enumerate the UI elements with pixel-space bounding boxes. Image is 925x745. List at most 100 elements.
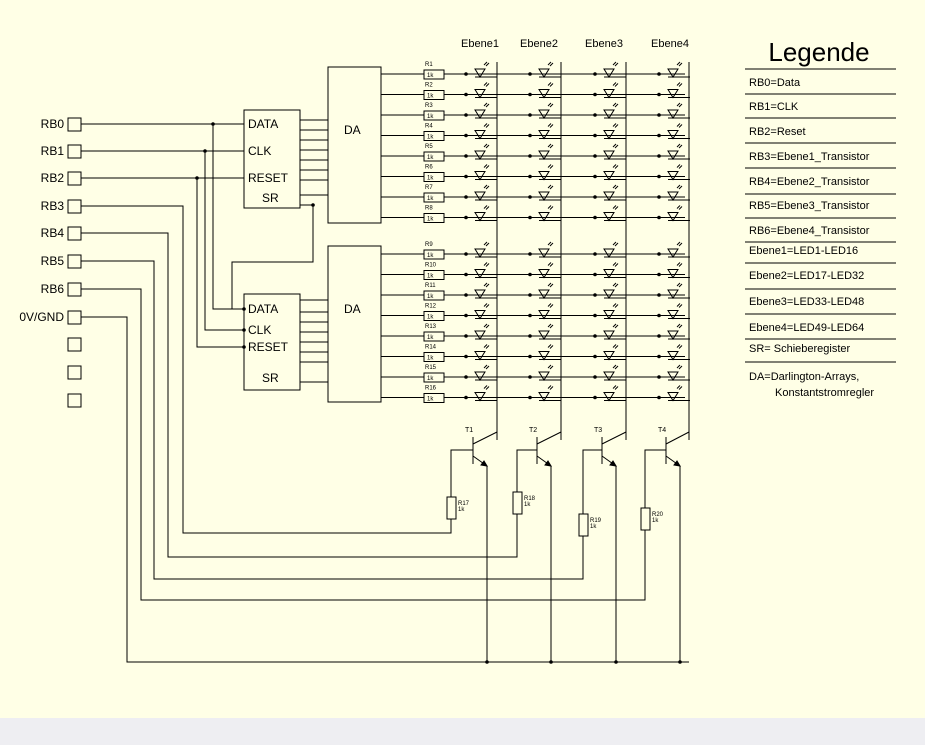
led — [538, 212, 550, 222]
led-ray — [549, 386, 554, 390]
sr-pin-label: CLK — [248, 323, 271, 337]
led-ray — [676, 282, 681, 287]
led-ray — [614, 124, 619, 128]
darlington-array-box — [327, 66, 382, 224]
transistor-collector — [665, 431, 690, 445]
port-label: RB3 — [41, 199, 65, 213]
sr-pin-label: DATA — [248, 117, 278, 131]
port-terminal — [67, 171, 82, 186]
resistor-name: R5 — [425, 144, 433, 150]
led-ray — [614, 263, 619, 267]
led-ray — [549, 206, 554, 210]
resistor-value: 1k — [427, 335, 434, 341]
led-ray — [612, 205, 617, 209]
led-ray — [612, 262, 617, 266]
junction-dot — [593, 195, 597, 199]
legend-item: Konstantstromregler — [775, 387, 874, 399]
led-ray — [678, 242, 683, 247]
legend-title: Legende — [768, 37, 869, 67]
junction-dot — [464, 72, 468, 76]
junction-dot — [464, 375, 468, 379]
port-terminal — [67, 337, 82, 352]
led — [603, 191, 615, 201]
junction-dot — [464, 113, 468, 117]
junction-dot — [528, 354, 532, 359]
junction-dot — [549, 660, 553, 664]
emitter-arrow — [544, 460, 552, 467]
led-ray — [676, 61, 681, 66]
resistor — [423, 331, 445, 342]
led — [474, 269, 486, 279]
led-ray — [676, 143, 681, 148]
wire-cascade — [231, 204, 314, 310]
led-ray — [483, 164, 488, 168]
sr-pin-label: RESET — [248, 340, 289, 354]
led — [474, 89, 486, 99]
led — [474, 191, 486, 201]
resistor-value: 1k — [427, 155, 434, 161]
sr-pin-label: CLK — [248, 144, 271, 158]
resistor-name: R2 — [425, 83, 433, 89]
junction-dot — [464, 133, 468, 138]
led-ray — [676, 303, 681, 307]
legend-item: RB5=Ebene3_Transistor — [749, 200, 870, 212]
led-ray — [483, 364, 488, 369]
led-ray — [485, 62, 490, 67]
led — [603, 248, 615, 258]
junction-dot — [593, 133, 597, 138]
junction-dot — [657, 375, 661, 379]
led-ray — [549, 62, 554, 67]
column-label: Ebene1 — [461, 38, 499, 50]
led — [667, 289, 679, 299]
port-terminal — [67, 117, 82, 132]
base-resistor — [512, 491, 523, 515]
port-terminal — [67, 199, 82, 214]
led-ray — [485, 283, 490, 288]
resistor-value: 1k — [427, 376, 434, 382]
led-ray — [547, 61, 552, 66]
led — [603, 130, 615, 140]
led-ray — [612, 303, 617, 307]
junction-dot — [311, 203, 315, 207]
led-ray — [483, 205, 488, 209]
led-ray — [485, 304, 490, 308]
legend-item: Ebene3=LED33-LED48 — [749, 296, 864, 308]
junction-dot — [657, 133, 661, 138]
resistor-value: 1k — [427, 94, 434, 100]
led-ray — [549, 283, 554, 288]
led-ray — [549, 263, 554, 267]
legend-item: RB6=Ebene4_Transistor — [749, 225, 870, 237]
led-ray — [483, 262, 488, 266]
junction-dot — [528, 334, 532, 338]
led — [538, 109, 550, 119]
led-ray — [547, 282, 552, 287]
led-ray — [547, 241, 552, 246]
sr-pin-label: DATA — [248, 302, 278, 316]
led — [603, 269, 615, 279]
led — [603, 330, 615, 340]
junction-dot — [614, 660, 618, 664]
port-label: 0V/GND — [19, 310, 64, 324]
junction-dot — [528, 113, 532, 117]
transistor-name: T2 — [529, 427, 537, 434]
components — [67, 66, 681, 537]
resistor — [423, 393, 445, 403]
junction-dot — [593, 215, 597, 220]
junction-dot — [657, 395, 661, 400]
legend-item: SR= Schieberegister — [749, 343, 851, 355]
led — [474, 171, 486, 181]
led-ray — [614, 185, 619, 190]
base-resistor — [578, 513, 589, 537]
led — [667, 89, 679, 99]
led-ray — [676, 241, 681, 246]
port-terminal — [67, 393, 82, 408]
resistor-value: 1k — [427, 356, 434, 362]
resistor-name: R10 — [425, 263, 437, 269]
led-ray — [612, 143, 617, 148]
junction-dot — [528, 293, 532, 297]
led — [474, 68, 486, 78]
led — [474, 248, 486, 258]
led-ray — [547, 344, 552, 348]
led-ray — [547, 205, 552, 209]
resistor — [423, 192, 445, 203]
